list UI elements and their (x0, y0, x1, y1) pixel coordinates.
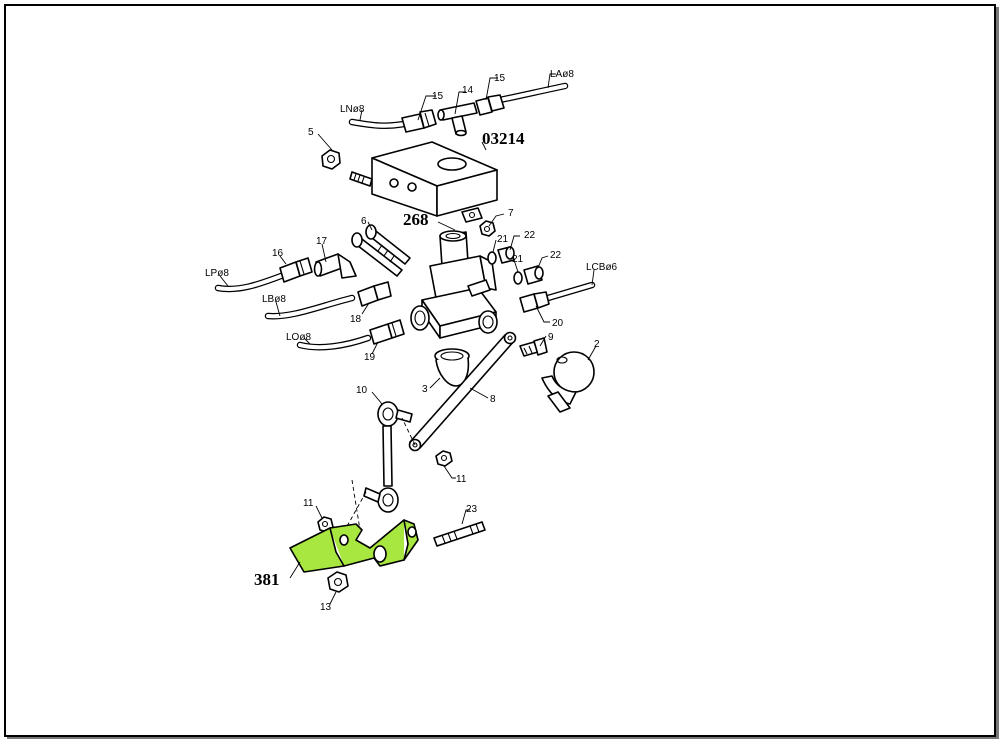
part-number-22-upper: 22 (524, 230, 536, 241)
part-number-20: 20 (552, 318, 564, 329)
hose-lb (264, 294, 356, 320)
fitting-22-lower (523, 265, 544, 285)
hose-la (491, 82, 569, 105)
ball-joint-2 (541, 351, 595, 413)
nut-7 (479, 220, 496, 237)
label-hose-lp: LPø8 (205, 268, 229, 279)
highlighted-lever-381 (289, 519, 419, 573)
link-rod-10 (363, 401, 413, 513)
hose-lp (214, 272, 285, 293)
label-lever-381: 381 (254, 570, 280, 589)
nut-5 (321, 149, 341, 170)
part-number-8: 8 (490, 394, 496, 405)
part-number-22-lower: 22 (550, 250, 562, 261)
part-number-21-lower: 21 (512, 254, 524, 265)
nut-11-upper (435, 450, 453, 467)
stud-23 (433, 521, 486, 547)
part-number-6: 6 (361, 216, 367, 227)
part-number-13: 13 (320, 602, 332, 613)
fitting-20 (519, 291, 550, 313)
part-number-5: 5 (308, 127, 314, 138)
fitting-16 (279, 257, 313, 283)
tee-fitting-14 (437, 102, 478, 137)
part-number-17: 17 (316, 236, 328, 247)
part-number-11-lower: 11 (303, 498, 314, 509)
part-number-15-right: 15 (494, 73, 506, 84)
part-number-11-upper: 11 (456, 474, 467, 485)
levelling-valve-268 (410, 230, 498, 339)
washer-21-lower (513, 271, 523, 285)
diagram-frame (4, 4, 996, 737)
mounting-bracket-03214 (371, 141, 498, 223)
part-number-18: 18 (350, 314, 362, 325)
bolt-9 (519, 337, 548, 357)
part-number-3: 3 (422, 384, 428, 395)
fitting-15-right (475, 94, 505, 116)
fitting-18 (357, 281, 392, 307)
label-hose-lo: LOø8 (286, 332, 311, 343)
part-number-15-left: 15 (432, 91, 444, 102)
fitting-19 (369, 319, 405, 345)
part-number-16: 16 (272, 248, 284, 259)
cap-3 (434, 348, 470, 387)
washer-21-upper (487, 251, 497, 265)
label-hose-lb: LBø8 (262, 294, 286, 305)
part-number-10: 10 (356, 385, 368, 396)
part-number-2: 2 (594, 339, 600, 350)
label-bracket-03214: 03214 (482, 129, 525, 148)
label-hose-ln: LNø8 (340, 104, 365, 115)
part-number-21-upper: 21 (497, 234, 509, 245)
hose-lcb (544, 281, 596, 302)
leader-lines (219, 73, 597, 605)
part-number-14: 14 (462, 85, 474, 96)
label-hose-la: LAø8 (550, 69, 574, 80)
hose-ln (348, 118, 408, 129)
bracket-bolt (349, 171, 373, 187)
elbow-fitting-17 (313, 253, 357, 279)
label-hose-lcb: LCBø6 (586, 262, 618, 273)
part-number-9: 9 (548, 332, 554, 343)
part-number-7: 7 (508, 208, 514, 219)
nut-13 (327, 571, 349, 593)
part-number-23: 23 (466, 504, 478, 515)
label-valve-268: 268 (403, 210, 429, 229)
hose-lo (296, 334, 372, 351)
fitting-15-left (401, 109, 437, 133)
bolt-6-pair (351, 224, 411, 277)
part-number-19: 19 (364, 352, 376, 363)
